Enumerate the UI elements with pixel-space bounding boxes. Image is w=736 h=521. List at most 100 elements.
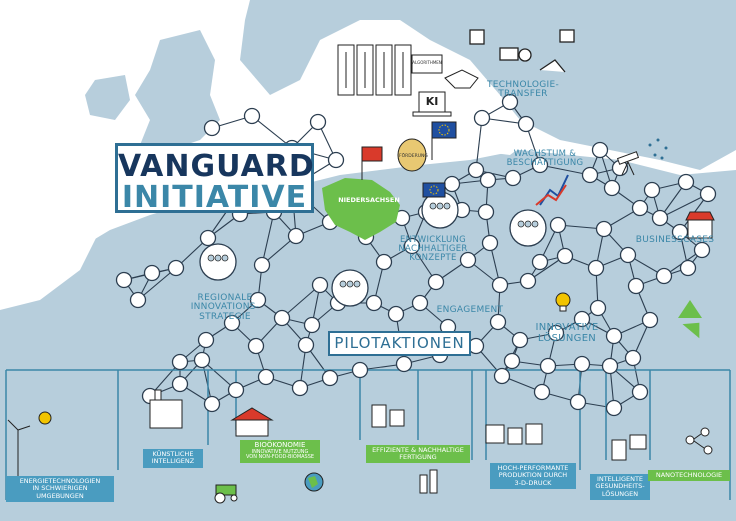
bottles-icon: [419, 469, 438, 494]
network-node: [627, 277, 645, 295]
innovative-solutions-label: INNOVATIVE LÖSUNGEN: [535, 322, 599, 344]
network-node: [193, 351, 211, 369]
network-node: [539, 357, 557, 375]
network-node: [595, 220, 613, 238]
network-node: [624, 349, 642, 367]
3d-printer-icon: [485, 423, 543, 445]
network-node: [501, 93, 519, 111]
network-node: [473, 109, 491, 127]
title-line1: VANGUARD: [118, 149, 315, 184]
network-node: [327, 151, 345, 169]
network-node: [519, 272, 537, 290]
network-node: [603, 179, 621, 197]
network-node: [504, 169, 522, 187]
person-head-icon: [531, 220, 539, 228]
sun-icon: [38, 411, 52, 425]
globe-icon: [304, 472, 324, 492]
network-node: [297, 336, 315, 354]
network-node: [223, 314, 241, 332]
network-node: [481, 234, 499, 252]
network-node: [491, 276, 509, 294]
money-bag-icon: [397, 138, 427, 172]
person-head-icon: [207, 254, 215, 262]
pilot-energy-label: ENERGIETECHNOLOGIEN IN SCHWIERIGEN UMGEB…: [6, 476, 114, 503]
network-node: [556, 247, 574, 265]
network-node: [547, 324, 565, 342]
network-node: [143, 264, 161, 282]
pilot-nanotech-label: NANOTECHNOLOGIE: [648, 470, 730, 482]
server-icon: [337, 44, 412, 96]
shop-icon: [685, 211, 715, 239]
network-node: [605, 327, 623, 345]
network-node: [199, 229, 217, 247]
medical-icon: [611, 434, 647, 461]
person-head-icon: [436, 202, 444, 210]
network-node: [651, 209, 669, 227]
network-node: [247, 337, 265, 355]
network-node: [273, 309, 291, 327]
network-node: [227, 381, 245, 399]
telescope-icon: [616, 151, 640, 176]
network-node: [677, 173, 695, 191]
network-node: [581, 166, 599, 184]
pilot-health-label: INTELLIGENTE GESUNDHEITS- LÖSUNGEN: [590, 474, 650, 501]
network-link: [539, 164, 591, 176]
person-head-icon: [214, 254, 222, 262]
pilot-bioeconomy-title: BIOÖKONOMIE: [254, 441, 306, 449]
laptop-icon: [412, 91, 452, 117]
network-node: [171, 353, 189, 371]
network-node: [569, 393, 587, 411]
recycle-icon: [678, 300, 702, 339]
light-bulb-icon: [555, 292, 571, 312]
network-node: [605, 399, 623, 417]
technology-transfer-label: TECHNOLOGIE- TRANSFER: [487, 80, 559, 100]
network-node: [619, 246, 637, 264]
network-node: [531, 156, 549, 174]
network-node: [587, 259, 605, 277]
pilot-ai-label: KÜNSTLICHE INTELLIGENZ: [143, 449, 203, 468]
network-node: [693, 241, 711, 259]
person-head-icon: [429, 202, 437, 210]
tractor-icon: [214, 484, 238, 504]
network-link: [659, 193, 709, 219]
network-node: [321, 369, 339, 387]
network-node: [591, 141, 609, 159]
people-group-icon: [509, 209, 547, 247]
person-head-icon: [221, 254, 229, 262]
funding-text: FÖRDERUNG: [399, 154, 428, 159]
handshake-icon: [444, 69, 479, 89]
network-node: [303, 316, 321, 334]
robot-arm-icon: [469, 29, 575, 73]
pilot-actions-label: PILOTAKTIONEN: [328, 331, 471, 356]
wind-turbine-icon: [7, 419, 31, 480]
sustainable-concepts-label: ENTWICKLUNG NACHHALTIGER KONZEPTE: [398, 235, 468, 263]
network-node: [641, 311, 659, 329]
network-link: [251, 115, 293, 149]
network-node: [257, 368, 275, 386]
network-node: [493, 367, 511, 385]
molecule-icon: [685, 427, 713, 455]
network-node: [573, 310, 591, 328]
network-node: [533, 383, 551, 401]
network-node: [531, 253, 549, 271]
person-head-icon: [346, 280, 354, 288]
network-node: [403, 237, 421, 255]
title-box: VANGUARD INITIATIVE: [115, 143, 315, 215]
network-link: [261, 211, 275, 266]
network-node: [631, 199, 649, 217]
title-line2: INITIATIVE: [121, 180, 308, 215]
network-node: [549, 216, 567, 234]
network-node: [631, 383, 649, 401]
star-dots-icon: [648, 138, 668, 160]
network-node: [365, 294, 383, 312]
person-head-icon: [517, 220, 525, 228]
network-node: [129, 291, 147, 309]
network-link: [475, 117, 483, 171]
network-node: [427, 273, 445, 291]
people-group-icon: [331, 269, 369, 307]
network-node: [115, 271, 133, 289]
baltic-sea: [440, 110, 530, 155]
person-head-icon: [339, 280, 347, 288]
network-node: [443, 175, 461, 193]
